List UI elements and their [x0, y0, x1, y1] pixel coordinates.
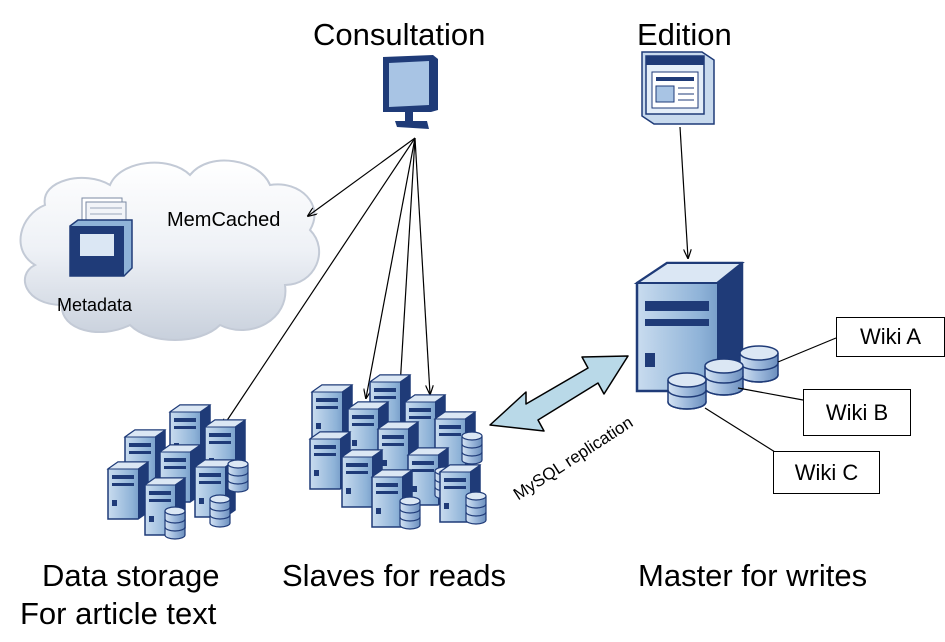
consultation-connectors	[222, 137, 430, 428]
master-label: Master for writes	[638, 558, 868, 593]
slaves-label: Slaves for reads	[282, 558, 506, 593]
wiki-b-box: Wiki B	[803, 389, 911, 436]
consultation-label: Consultation	[313, 17, 486, 52]
replication-arrow	[489, 355, 629, 432]
memcached-label: MemCached	[167, 209, 281, 231]
slaves-cluster	[309, 374, 487, 530]
wiki-connectors	[704, 337, 837, 453]
web-page-icon	[641, 51, 715, 125]
edition-connector	[679, 126, 688, 258]
wiki-a-box: Wiki A	[836, 317, 945, 357]
file-cabinet-icon	[69, 197, 133, 277]
edition-label: Edition	[637, 17, 732, 52]
data-storage-subtitle: For article text	[20, 596, 217, 631]
data-storage-label: Data storage	[42, 558, 220, 593]
wiki-c-box: Wiki C	[773, 451, 880, 494]
monitor-icon	[383, 55, 438, 129]
data-storage-cluster	[107, 404, 249, 540]
metadata-label: Metadata	[57, 295, 133, 315]
